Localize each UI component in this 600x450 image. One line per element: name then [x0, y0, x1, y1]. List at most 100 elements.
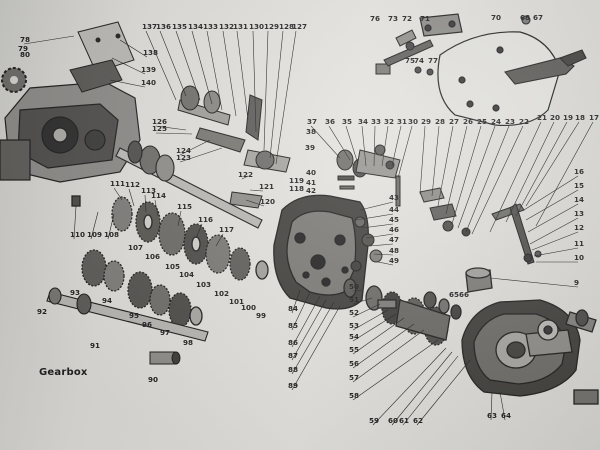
leader-line — [249, 189, 264, 192]
leader-line — [275, 30, 297, 165]
part-number-label: 124 — [176, 146, 191, 155]
part-number-label: 74 — [414, 56, 424, 65]
gear-lever-parts — [419, 187, 542, 265]
linkage-parts — [375, 29, 434, 76]
part-number-label: 132 — [219, 22, 234, 31]
part-number-label: 105 — [165, 262, 180, 271]
part-number-label: 15 — [574, 181, 584, 190]
leader-line — [179, 147, 223, 163]
leader-line — [263, 30, 269, 151]
part-number-label: 33 — [371, 117, 381, 126]
part-number-label: 127 — [292, 22, 307, 31]
leader-line — [525, 121, 580, 207]
part-number-label: 135 — [172, 22, 187, 31]
part-number-label: 78 — [20, 35, 30, 44]
leader-line — [359, 201, 394, 211]
part-number-label: 54 — [349, 332, 359, 341]
part-number-label: 21 — [537, 113, 547, 122]
part-number-label: 39 — [305, 143, 315, 152]
inner-cover-plate — [273, 194, 369, 310]
leader-line — [369, 243, 394, 247]
part-number-label: 110 — [70, 230, 85, 239]
part-number-label: 77 — [428, 56, 438, 65]
part-number-label: 136 — [156, 22, 171, 31]
leader-line — [179, 139, 211, 156]
leader-line — [535, 121, 594, 227]
part-number-label: 67 — [533, 13, 543, 22]
part-number-label: 129 — [264, 22, 279, 31]
part-number-label: 115 — [177, 202, 192, 211]
leader-line — [90, 211, 99, 240]
leader-line — [489, 121, 542, 233]
part-number-label: 47 — [389, 235, 399, 244]
inspection-cover — [69, 21, 135, 93]
outer-cover — [419, 13, 561, 127]
part-number-label: 55 — [349, 345, 359, 354]
leader-line — [352, 313, 397, 342]
part-number-label: 17 — [589, 113, 599, 122]
part-number-label: 71 — [420, 14, 430, 23]
part-number-label: 62 — [413, 416, 423, 425]
leader-line — [471, 125, 524, 235]
part-number-label: 100 — [241, 303, 256, 312]
leader-line — [291, 295, 321, 348]
part-number-label: 95 — [129, 311, 139, 320]
part-number-label: 112 — [125, 180, 140, 189]
part-number-label: 18 — [575, 113, 585, 122]
part-number-label: 60 — [388, 416, 398, 425]
part-number-label: 58 — [349, 391, 359, 400]
leader-line — [361, 125, 367, 167]
leader-line — [352, 289, 363, 292]
leader-line — [291, 291, 311, 331]
part-number-label: 75 — [405, 56, 415, 65]
leader-line — [391, 351, 453, 426]
layshaft-gear-cluster — [71, 195, 269, 281]
part-number-label: 35 — [342, 117, 352, 126]
part-number-label: 133 — [203, 22, 218, 31]
part-number-label: 38 — [306, 127, 316, 136]
leader-line — [490, 391, 493, 421]
leader-line — [402, 355, 459, 426]
part-number-label: 109 — [87, 230, 102, 239]
part-number-label: 14 — [574, 195, 584, 204]
part-number-label: 72 — [402, 14, 412, 23]
leader-line — [291, 289, 301, 314]
part-number-label: 24 — [491, 117, 501, 126]
lay-shaft — [46, 287, 209, 342]
leader-line — [531, 231, 579, 251]
part-number-label: 64 — [501, 411, 511, 420]
part-number-label: 37 — [307, 117, 317, 126]
leader-line — [107, 213, 115, 240]
leader-line — [113, 187, 123, 201]
part-number-label: 107 — [128, 243, 143, 252]
part-number-label: 11 — [574, 239, 584, 248]
leader-line — [154, 199, 159, 217]
leader-line — [355, 213, 394, 221]
part-number-label: 120 — [260, 197, 275, 206]
part-number-label: 106 — [145, 252, 160, 261]
lower-gear-set — [81, 249, 203, 328]
part-number-label: 59 — [369, 416, 379, 425]
part-number-label: 123 — [176, 153, 191, 162]
part-number-label: 94 — [102, 296, 112, 305]
part-number-label: 116 — [198, 215, 213, 224]
leader-line — [310, 125, 341, 159]
part-number-label: 19 — [563, 113, 573, 122]
leader-line — [372, 347, 447, 426]
part-number-label: 12 — [574, 223, 584, 232]
leader-line — [328, 125, 351, 161]
leader-line — [391, 125, 402, 167]
leader-line — [119, 39, 148, 58]
part-number-label: 40 — [306, 168, 316, 177]
part-number-label: 138 — [143, 48, 158, 57]
leader-line — [23, 35, 75, 45]
leader-line — [361, 223, 394, 229]
part-number-label: 111 — [110, 179, 125, 188]
part-number-label: 36 — [325, 117, 335, 126]
part-number-label: 49 — [389, 256, 399, 265]
leader-line — [145, 30, 177, 101]
part-number-label: 90 — [148, 375, 158, 384]
part-number-label: 76 — [370, 14, 380, 23]
part-number-label: 45 — [389, 215, 399, 224]
